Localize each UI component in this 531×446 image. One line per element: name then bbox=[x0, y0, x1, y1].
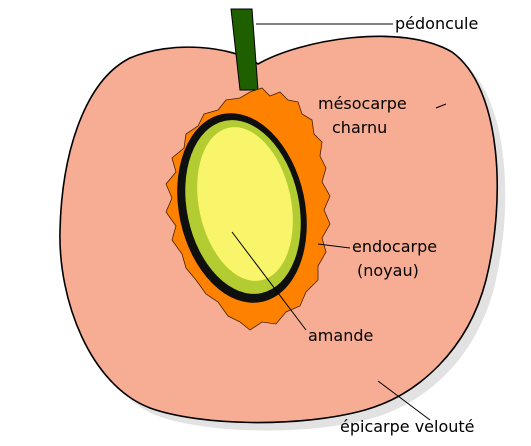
label-epicarp: épicarpe velouté bbox=[340, 417, 475, 436]
label-endocarp-line2: (noyau) bbox=[357, 261, 419, 280]
label-almond: amande bbox=[308, 326, 373, 345]
label-mesocarp-line1: mésocarpe bbox=[318, 94, 407, 113]
label-mesocarp-line2: charnu bbox=[332, 118, 387, 137]
label-endocarp-line1: endocarpe bbox=[352, 237, 437, 256]
label-peduncle: pédoncule bbox=[395, 14, 478, 33]
